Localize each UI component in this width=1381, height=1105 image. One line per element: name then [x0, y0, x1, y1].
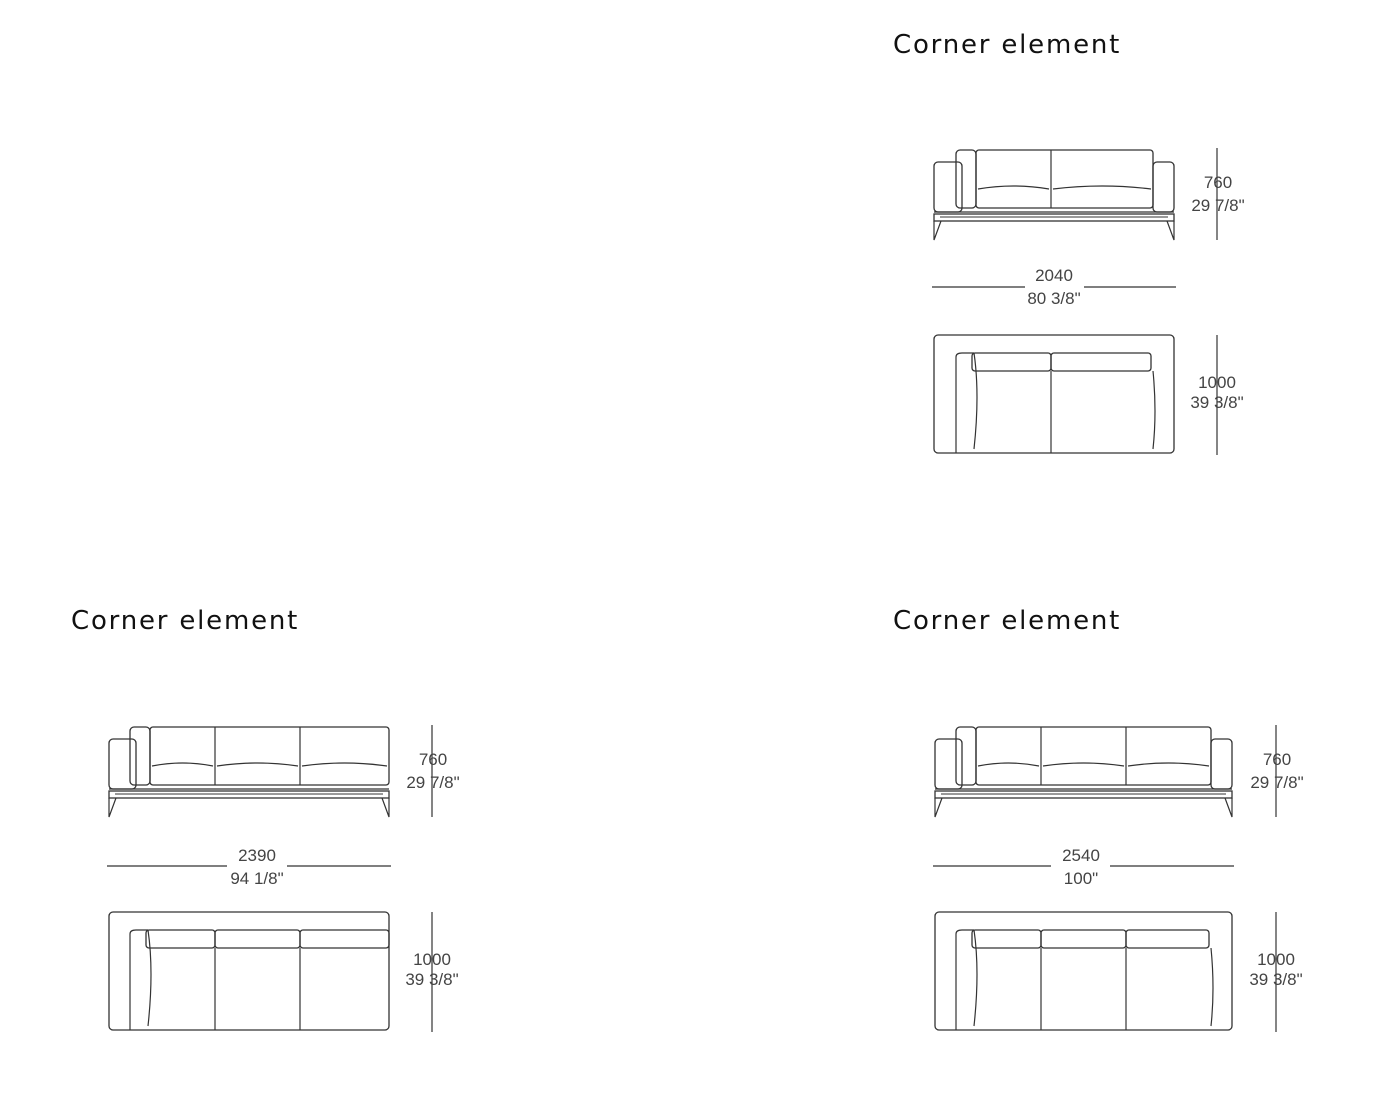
left-arm — [933, 161, 963, 213]
width-value-mm: 2040 — [1035, 266, 1073, 285]
depth-value-mm: 1000 — [1198, 373, 1236, 392]
height-value-inch: 29 7/8" — [406, 773, 459, 792]
width-value-mm: 2540 — [1062, 846, 1100, 865]
left-leg — [108, 797, 117, 818]
depth-value-inch: 39 3/8" — [1190, 393, 1243, 412]
base-frame — [934, 790, 1233, 799]
plan-back-cushion — [214, 929, 301, 949]
seat-cushion-line — [216, 762, 299, 767]
height-value-inch: 29 7/8" — [1250, 773, 1303, 792]
plan-view — [934, 911, 1233, 1031]
seat-cushion-line — [977, 762, 1040, 767]
plan-outline — [108, 911, 390, 1031]
left-leg — [933, 220, 942, 241]
width-value-mm: 2390 — [238, 846, 276, 865]
plan-back-cushion — [1050, 352, 1152, 372]
plan-back-cushion — [1040, 929, 1127, 949]
seat-cushion-line — [1052, 185, 1152, 190]
seat-back-frame — [149, 726, 390, 786]
depth-value-inch: 39 3/8" — [1249, 970, 1302, 989]
height-value-mm: 760 — [1263, 750, 1291, 769]
plan-left-arm — [129, 929, 148, 1030]
plan-outline — [933, 334, 1175, 454]
plan-right-cushion-edge — [1210, 947, 1214, 1027]
left-arm — [934, 738, 963, 790]
seat-cushion-line — [977, 185, 1050, 190]
left-leg — [934, 797, 943, 818]
plan-outline — [934, 911, 1233, 1031]
width-value-inch: 80 3/8" — [1027, 289, 1080, 308]
height-value-mm: 760 — [419, 750, 447, 769]
height-value-mm: 760 — [1204, 173, 1232, 192]
height-value-inch: 29 7/8" — [1191, 196, 1244, 215]
plan-back-cushion — [299, 929, 390, 949]
plan-back-cushion — [1125, 929, 1210, 949]
seat-cushion-line — [151, 762, 214, 767]
seat-cushion-line — [1042, 762, 1125, 767]
depth-value-mm: 1000 — [413, 950, 451, 969]
element-title: Corner element — [71, 606, 300, 636]
seat-back-frame — [975, 726, 1212, 786]
plan-view — [108, 911, 390, 1031]
front-view — [933, 149, 1175, 241]
right-leg — [381, 797, 390, 818]
plan-back-cushion — [971, 929, 1042, 949]
plan-right-cushion-edge — [1152, 370, 1156, 450]
width-value-inch: 100" — [1064, 869, 1098, 888]
left-back-cushion — [955, 149, 977, 209]
left-back-cushion — [129, 726, 151, 786]
depth-value-mm: 1000 — [1257, 950, 1295, 969]
plan-back-cushion — [145, 929, 216, 949]
base-frame — [108, 790, 390, 799]
seat-cushion-line — [301, 762, 388, 767]
right-leg — [1224, 797, 1233, 818]
plan-view — [933, 334, 1175, 454]
element-title: Corner element — [893, 30, 1122, 60]
plan-left-arm — [955, 929, 974, 1030]
right-leg — [1166, 220, 1175, 241]
front-view — [934, 726, 1233, 818]
element-title: Corner element — [893, 606, 1122, 636]
plan-left-cushion-edge — [973, 929, 978, 1027]
left-arm — [108, 738, 137, 790]
left-back-cushion — [955, 726, 977, 786]
plan-back-cushion — [971, 352, 1052, 372]
plan-left-arm — [955, 352, 974, 453]
front-view — [108, 726, 390, 818]
depth-value-inch: 39 3/8" — [405, 970, 458, 989]
plan-left-cushion-edge — [147, 929, 152, 1027]
base-frame — [933, 213, 1175, 222]
right-arm — [1210, 738, 1233, 790]
plan-left-cushion-edge — [973, 352, 978, 450]
seat-back-frame — [975, 149, 1154, 209]
seat-cushion-line — [1127, 762, 1210, 767]
width-value-inch: 94 1/8" — [230, 869, 283, 888]
right-arm — [1152, 161, 1175, 213]
